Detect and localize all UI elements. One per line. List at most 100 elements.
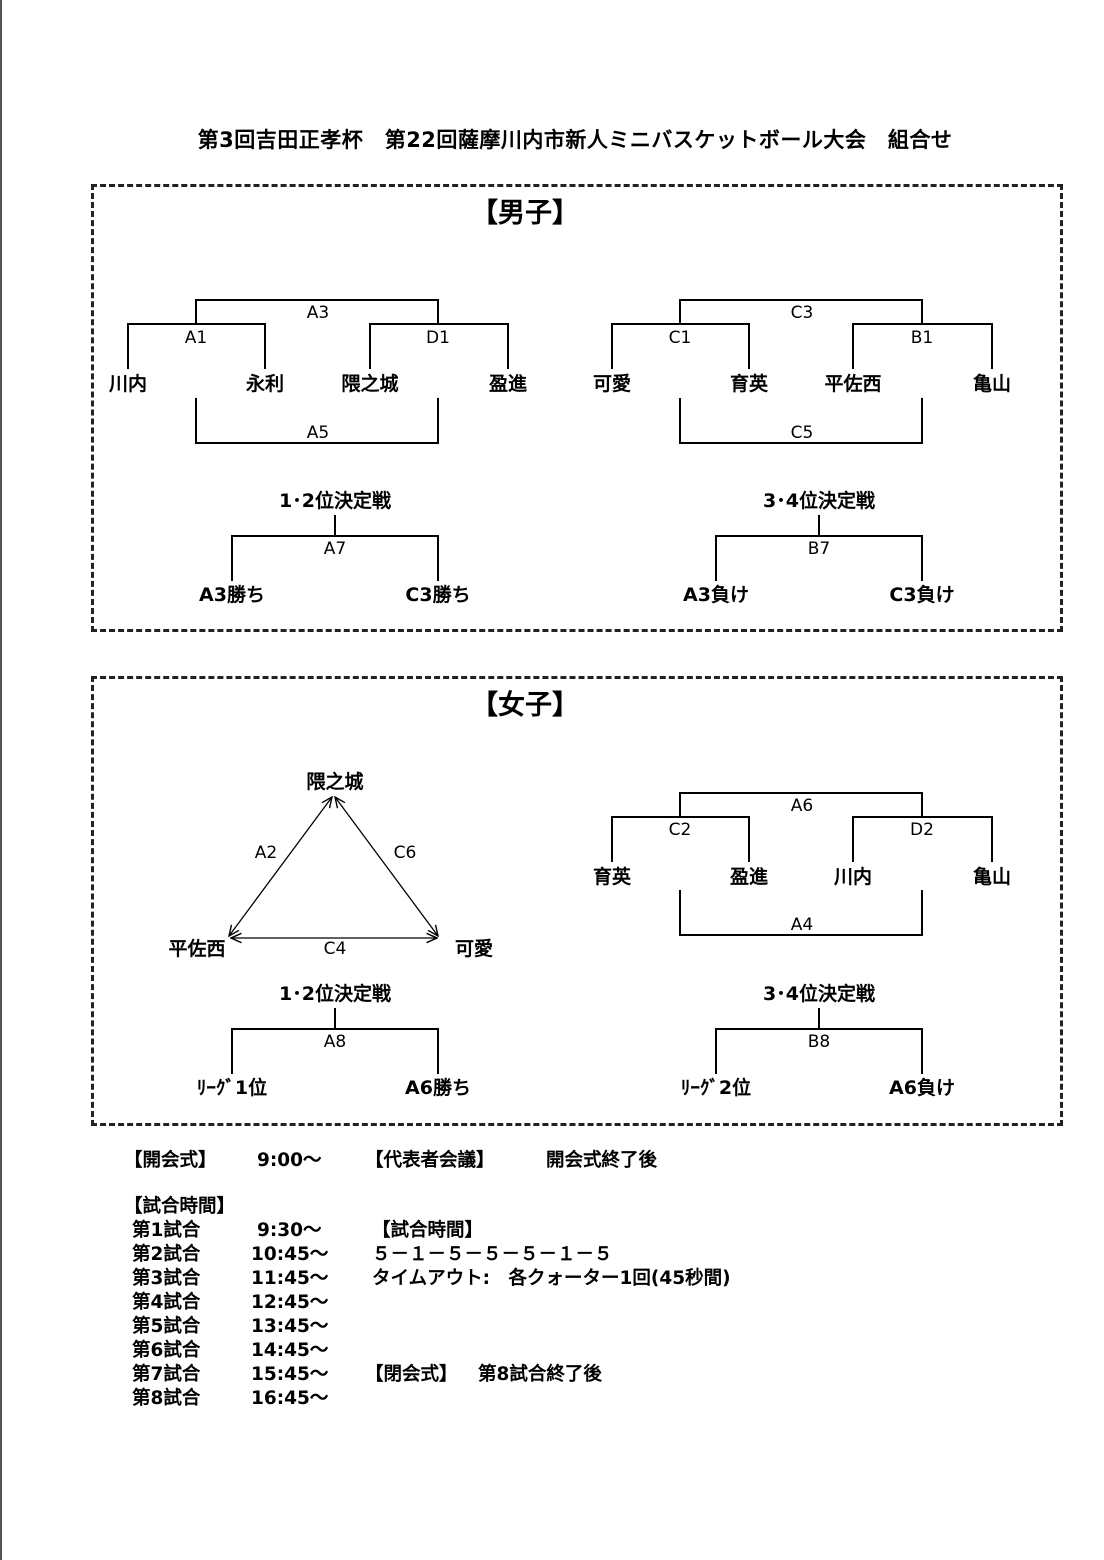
bracket-line	[818, 515, 820, 537]
game-time: 16:45～	[251, 1388, 329, 1409]
game-label: B1	[910, 328, 934, 348]
bracket-line	[679, 299, 681, 325]
bracket-line	[679, 398, 681, 444]
bracket-line	[437, 1028, 439, 1074]
team-name: 川内	[833, 866, 873, 888]
team-name: 亀山	[972, 373, 1012, 395]
bracket-line	[264, 323, 266, 369]
game-label: B8	[807, 1032, 831, 1052]
schedule-heading: 【試合時間】	[124, 1196, 236, 1217]
bracket-line	[679, 792, 923, 794]
league-edge-right	[335, 797, 438, 936]
boys-heading: 【男子】	[471, 198, 579, 229]
game-time: 9:30～	[257, 1220, 322, 1241]
team-name: A6負け	[889, 1077, 955, 1099]
game-name: 第3試合	[132, 1268, 201, 1289]
game-label: D1	[426, 328, 450, 348]
team-name: A3負け	[683, 584, 749, 606]
bracket-line	[369, 323, 509, 325]
bracket-line	[195, 398, 197, 444]
game-label: A2	[254, 843, 278, 863]
league-edge-left	[229, 797, 332, 936]
bracket-line	[921, 398, 923, 444]
team-name: 永利	[245, 373, 285, 395]
game-name: 第6試合	[132, 1340, 201, 1361]
bracket-line	[231, 1028, 439, 1030]
team-name: C3負け	[889, 584, 955, 606]
bracket-line	[991, 323, 993, 369]
game-label: A6	[790, 796, 814, 816]
bracket-line	[611, 816, 613, 862]
bracket-line	[231, 535, 233, 581]
team-name: 隈之城	[306, 771, 364, 793]
game-label: A8	[323, 1032, 347, 1052]
bracket-line	[715, 1028, 923, 1030]
team-name: 可愛	[592, 373, 632, 395]
timeout-rule: タイムアウト: 各クォーター1回(45秒間)	[372, 1268, 731, 1289]
bracket-line	[991, 816, 993, 862]
game-label: B7	[807, 539, 831, 559]
game-name: 第1試合	[132, 1220, 201, 1241]
bracket-line	[921, 535, 923, 581]
team-name: ﾘｰｸﾞ1位	[196, 1077, 268, 1099]
bracket-line	[231, 1028, 233, 1074]
game-name: 第5試合	[132, 1316, 201, 1337]
girls-frame	[91, 676, 1063, 1126]
closing-time: 第8試合終了後	[478, 1364, 602, 1385]
game-time: 13:45～	[251, 1316, 329, 1337]
final-label: 1･2位決定戦	[279, 490, 391, 512]
game-time: 10:45～	[251, 1244, 329, 1265]
opening-label: 【開会式】	[124, 1150, 217, 1171]
bracket-line	[334, 1008, 336, 1030]
game-name: 第4試合	[132, 1292, 201, 1313]
bracket-line	[679, 299, 923, 301]
bracket-line	[921, 890, 923, 936]
bracket-line	[437, 398, 439, 444]
final-label: 3･4位決定戦	[763, 490, 875, 512]
game-name: 第2試合	[132, 1244, 201, 1265]
bracket-line	[679, 442, 923, 444]
time-rule-heading: 【試合時間】	[372, 1220, 484, 1241]
game-label: A1	[184, 328, 208, 348]
team-name: 亀山	[972, 866, 1012, 888]
rep-meeting-label: 【代表者会議】	[365, 1150, 495, 1171]
bracket-line	[437, 299, 439, 325]
bracket-line	[127, 323, 129, 369]
bracket-line	[679, 792, 681, 818]
team-name: 隈之城	[341, 373, 399, 395]
bracket-line	[195, 299, 439, 301]
game-label: A7	[323, 539, 347, 559]
bracket-line	[369, 323, 371, 369]
game-label: A4	[790, 915, 814, 935]
closing-label: 【閉会式】	[365, 1364, 458, 1385]
final-label: 1･2位決定戦	[279, 983, 391, 1005]
bracket-line	[195, 299, 197, 325]
team-name: ﾘｰｸﾞ2位	[680, 1077, 752, 1099]
time-rule: ５－１－５－５－５－１－５	[372, 1244, 613, 1265]
game-label: C2	[668, 820, 692, 840]
team-name: 平佐西	[824, 373, 882, 395]
bracket-line	[611, 323, 613, 369]
team-name: 育英	[729, 373, 769, 395]
bracket-line	[852, 816, 993, 818]
final-label: 3･4位決定戦	[763, 983, 875, 1005]
game-label: C5	[790, 423, 814, 443]
team-name: A6勝ち	[405, 1077, 471, 1099]
team-name: 盈進	[488, 373, 528, 395]
bracket-line	[611, 816, 750, 818]
team-name: 平佐西	[168, 938, 226, 960]
bracket-line	[715, 1028, 717, 1074]
game-time: 12:45～	[251, 1292, 329, 1313]
bracket-line	[679, 934, 923, 936]
game-label: C4	[323, 939, 347, 959]
game-label: A5	[306, 423, 330, 443]
game-label: A3	[306, 303, 330, 323]
game-label: C3	[790, 303, 814, 323]
game-label: C1	[668, 328, 692, 348]
bracket-line	[748, 323, 750, 369]
bracket-line	[852, 323, 854, 369]
bracket-line	[715, 535, 717, 581]
bracket-line	[852, 323, 993, 325]
bracket-line	[921, 1028, 923, 1074]
game-time: 15:45～	[251, 1364, 329, 1385]
